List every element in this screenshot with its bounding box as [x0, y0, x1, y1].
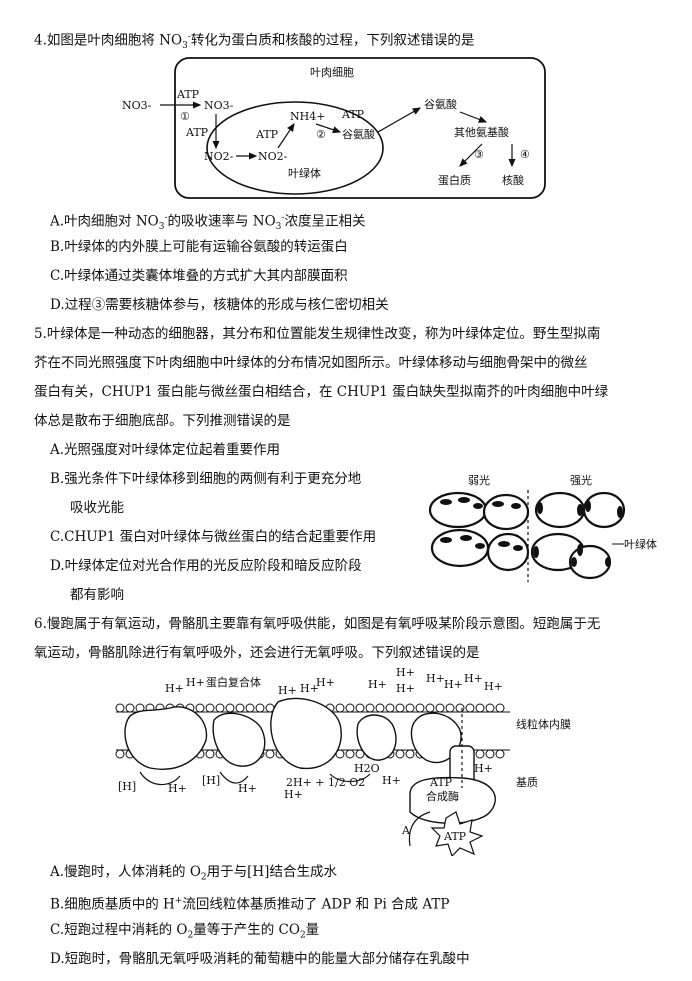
- svg-text:H+: H+: [396, 682, 415, 695]
- svg-text:谷氨酸: 谷氨酸: [342, 127, 375, 141]
- svg-text:H+: H+: [444, 678, 463, 691]
- q5-stem-line-4: 体总是散布于细胞底部。下列推测错误的是: [34, 413, 291, 429]
- svg-text:[H]: [H]: [202, 774, 220, 787]
- q6-stem-line-2: 氧运动，骨骼肌除进行有氧呼吸外，还会进行无氧呼吸。下列叙述错误的是: [34, 645, 480, 661]
- svg-text:A: A: [401, 824, 411, 837]
- q5-stem-line-1: 5.叶绿体是一种动态的细胞器，其分布和位置能发生规律性改变，称为叶绿体定位。野生…: [34, 326, 601, 342]
- svg-text:谷氨酸: 谷氨酸: [424, 97, 457, 111]
- membrane-label: 线粒体内膜: [516, 717, 571, 731]
- q4-option-a: A.叶肉细胞对 NO3-的吸收速率与 NO3-浓度呈正相关: [50, 213, 366, 233]
- svg-text:H+: H+: [284, 788, 303, 801]
- svg-text:H+: H+: [300, 682, 319, 695]
- q4-figure: 叶肉细胞 叶绿体 NO3- ATP ① NO3- ATP NO2- NO2- A…: [122, 57, 546, 199]
- svg-text:ATP: ATP: [255, 128, 279, 141]
- chloroplast-callout: 叶绿体: [624, 537, 657, 551]
- svg-text:ATP: ATP: [185, 126, 209, 139]
- q5-stem-line-2: 芥在不同光照强度下叶肉细胞中叶绿体的分布情况如图所示。叶绿体移动与细胞骨架中的微…: [34, 355, 588, 371]
- q6-option-b: B.细胞质基质中的 H+流回线粒体基质推动了 ADP 和 Pi 合成 ATP: [50, 896, 450, 913]
- q4-option-b: B.叶绿体的内外膜上可能有运输谷氨酸的转运蛋白: [50, 239, 348, 255]
- q5-option-a: A.光照强度对叶绿体定位起着重要作用: [50, 442, 281, 458]
- q6-option-d: D.短跑时，骨骼肌无氧呼吸消耗的葡萄糖中的能量大部分储存在乳酸中: [50, 951, 470, 967]
- svg-text:ATP: ATP: [341, 108, 365, 121]
- svg-text:ATP: ATP: [176, 88, 200, 101]
- cell-label: 叶肉细胞: [310, 66, 354, 79]
- svg-text:①: ①: [180, 110, 190, 123]
- chloroplast-outline: [206, 101, 384, 195]
- q6-figure: H+ H+ 蛋白复合体 H+ H+ H+ H+ H+ H+ H+ H+ H+ H…: [115, 668, 571, 856]
- atp-synthase-label-1: ATP: [429, 776, 453, 789]
- q5-option-b: B.强光条件下叶绿体移到细胞的两侧有利于更充分地: [50, 471, 362, 487]
- svg-text:NO2-: NO2-: [204, 150, 234, 163]
- cell-outline: [174, 57, 546, 199]
- svg-text:ATP: ATP: [443, 830, 467, 843]
- svg-text:H+: H+: [396, 668, 415, 679]
- atp-burst: [430, 811, 484, 856]
- q5-option-b-cont: 吸收光能: [70, 500, 124, 516]
- svg-text:NO3-: NO3-: [204, 99, 234, 112]
- weak-light-label: 弱光: [468, 473, 490, 487]
- strong-light-label: 强光: [570, 473, 592, 487]
- chloroplast-label: 叶绿体: [288, 166, 321, 180]
- svg-text:H+: H+: [316, 676, 335, 689]
- svg-text:NH4+: NH4+: [290, 110, 325, 123]
- q6-option-c: C.短跑过程中消耗的 O2量等于产生的 CO2量: [50, 922, 320, 941]
- svg-text:H+: H+: [278, 684, 297, 697]
- svg-text:H+: H+: [168, 782, 187, 795]
- svg-text:④: ④: [520, 148, 530, 161]
- q5-option-d: D.叶绿体定位对光合作用的光反应阶段和暗反应阶段: [50, 558, 362, 574]
- svg-text:H+: H+: [474, 762, 493, 775]
- matrix-label: 基质: [516, 776, 538, 789]
- svg-text:蛋白质: 蛋白质: [438, 173, 471, 187]
- svg-text:[H]: [H]: [118, 780, 136, 793]
- svg-text:NO3-: NO3-: [122, 99, 152, 112]
- svg-text:NO2-: NO2-: [258, 150, 288, 163]
- svg-text:H+: H+: [484, 680, 503, 693]
- q4-stem: 4.如图是叶肉细胞将 NO3-转化为蛋白质和核酸的过程，下列叙述错误的是: [34, 32, 475, 52]
- svg-text:H+: H+: [186, 676, 205, 689]
- q4-option-c: C.叶绿体通过类囊体堆叠的方式扩大其内部膜面积: [50, 268, 348, 284]
- q6-option-a: A.慢跑时，人体消耗的 O2用于与[H]结合生成水: [50, 864, 337, 883]
- svg-text:核酸: 核酸: [502, 173, 524, 187]
- reaction-label: 2H+ + 1/2 O2: [286, 776, 365, 789]
- atp-synthase-label-2: 合成酶: [426, 789, 459, 803]
- q5-option-d-cont: 都有影响: [70, 587, 124, 603]
- svg-text:H+: H+: [426, 672, 445, 685]
- q5-option-c: C.CHUP1 蛋白对叶绿体与微丝蛋白的结合起重要作用: [50, 529, 377, 545]
- svg-text:H2O: H2O: [354, 762, 380, 775]
- svg-text:H+: H+: [382, 774, 401, 787]
- q5-figure: 弱光 强光 叶绿体: [428, 473, 657, 582]
- q5-stem-line-3: 蛋白有关，CHUP1 蛋白能与微丝蛋白相结合，在 CHUP1 蛋白缺失型拟南芥的…: [34, 384, 609, 400]
- svg-text:H+: H+: [238, 782, 257, 795]
- protein-complex-label: 蛋白复合体: [206, 675, 261, 689]
- svg-text:③: ③: [474, 148, 484, 161]
- q6-stem-line-1: 6.慢跑属于有氧运动，骨骼肌主要靠有氧呼吸供能，如图是有氧呼吸某阶段示意图。短跑…: [34, 616, 601, 632]
- q4-option-d: D.过程③需要核糖体参与，核糖体的形成与核仁密切相关: [50, 297, 389, 313]
- svg-text:②: ②: [316, 128, 326, 141]
- svg-text:H+: H+: [368, 678, 387, 691]
- svg-text:其他氨基酸: 其他氨基酸: [454, 125, 509, 139]
- svg-text:H+: H+: [464, 672, 483, 685]
- svg-text:H+: H+: [165, 682, 184, 695]
